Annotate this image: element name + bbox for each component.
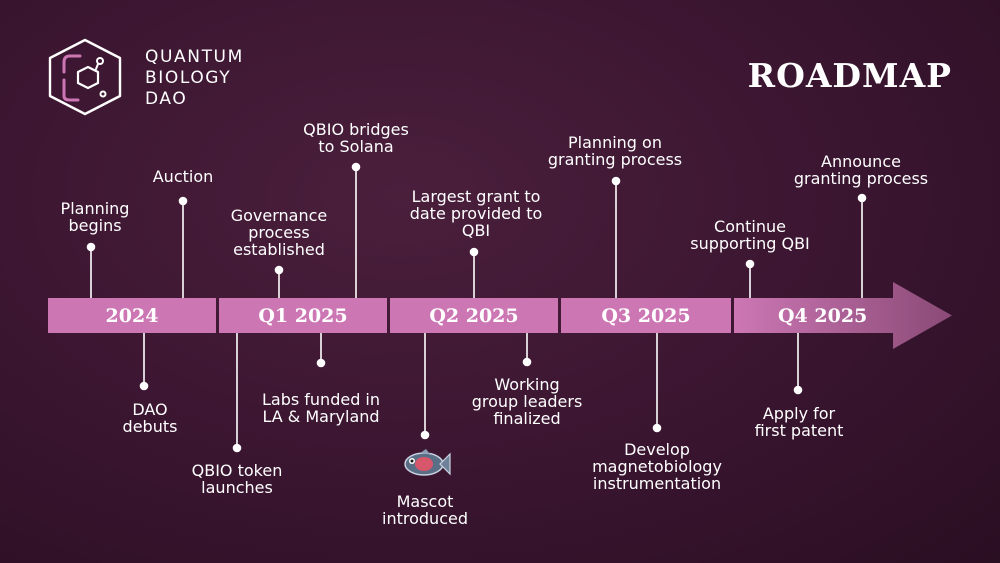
event-label-line: instrumentation	[592, 474, 722, 493]
event-label-line: Auction	[152, 167, 214, 186]
event-label-line: Mascot	[396, 492, 454, 511]
event-label-line: debuts	[122, 417, 178, 436]
event-largest-grant: Largest grant to date provided to QBI	[410, 188, 543, 239]
phase-bar-q4-2025: Q4 2025	[778, 304, 868, 327]
event-label-line: QBIO token	[191, 461, 283, 480]
event-label-line: Labs funded in	[261, 390, 381, 409]
event-label-line: LA & Maryland	[262, 407, 380, 426]
event-dot	[178, 196, 188, 206]
event-working-group: Working group leaders finalized	[472, 376, 583, 427]
event-label-line: Planning	[60, 199, 130, 218]
event-label-line: date provided to	[409, 204, 543, 223]
event-planning-granting: Planning on granting process	[548, 134, 682, 168]
event-label-line: QBIO bridges	[303, 120, 409, 139]
event-dot	[139, 381, 149, 391]
event-dot	[316, 358, 326, 368]
event-planning-begins: Planning begins	[61, 200, 130, 234]
event-label-line: Develop	[624, 440, 690, 459]
event-label-line: process	[248, 223, 310, 242]
event-dot	[232, 443, 242, 453]
event-dot	[274, 265, 284, 275]
event-label-line: magnetobiology	[592, 457, 722, 476]
event-label-line: granting process	[793, 169, 929, 188]
brand-name: QUANTUM BIOLOGY DAO	[145, 47, 244, 110]
brand-line: QUANTUM	[145, 47, 244, 67]
event-label-line: Continue	[714, 217, 786, 236]
event-qbio-token-launches: QBIO token launches	[192, 462, 283, 496]
event-label-line: introduced	[382, 509, 468, 528]
event-label-line: group leaders	[471, 392, 583, 411]
event-dot	[611, 176, 621, 186]
phase-bar-q3-2025: Q3 2025	[561, 298, 731, 333]
phase-bar-q1-2025: Q1 2025	[219, 298, 387, 333]
event-label-line: finalized	[493, 409, 561, 428]
fish-mascot-icon	[404, 449, 451, 476]
event-apply-patent: Apply for first patent	[755, 405, 844, 439]
event-dot	[351, 162, 361, 172]
event-labs-funded: Labs funded in LA & Maryland	[262, 391, 380, 425]
event-dot	[793, 385, 803, 395]
event-label-line: first patent	[754, 421, 844, 440]
event-label-line: granting process	[547, 150, 683, 169]
phase-bar-q2-2025: Q2 2025	[390, 298, 558, 333]
event-continue-supporting: Continue supporting QBI	[690, 218, 810, 252]
timeline-arrow	[734, 282, 952, 349]
event-label-line: established	[233, 240, 325, 259]
event-dot	[420, 430, 430, 440]
event-dot	[469, 247, 479, 257]
event-label-line: Working	[494, 375, 560, 394]
event-mascot-introduced: Mascot introduced	[382, 493, 468, 527]
event-label-line: begins	[68, 216, 122, 235]
event-dot	[522, 357, 532, 367]
page-title: ROADMAP	[747, 56, 952, 95]
event-label-line: Apply for	[762, 404, 836, 423]
event-label-line: Largest grant to	[411, 187, 541, 206]
event-dot	[745, 259, 755, 269]
event-label-line: launches	[201, 478, 273, 497]
event-dot	[86, 242, 96, 252]
event-label-line: Planning on	[568, 133, 662, 152]
brand-line: BIOLOGY	[145, 68, 232, 88]
event-label-line: DAO	[132, 400, 168, 419]
brand-line: DAO	[145, 89, 188, 109]
event-governance-established: Governance process established	[231, 207, 328, 258]
event-dot	[652, 423, 662, 433]
event-dot	[857, 193, 867, 203]
event-develop-magnetobiology: Develop magnetobiology instrumentation	[592, 441, 722, 492]
event-qbio-bridges-solana: QBIO bridges to Solana	[303, 121, 409, 155]
event-label-line: QBI	[461, 221, 491, 240]
event-label-line: to Solana	[318, 137, 394, 156]
hexagon-molecule-logo-icon	[48, 38, 122, 116]
event-label-line: supporting QBI	[690, 234, 810, 253]
event-dao-debuts: DAO debuts	[123, 401, 178, 435]
event-label-line: Governance	[230, 206, 328, 225]
phase-bar-2024: 2024	[48, 298, 216, 333]
event-auction: Auction	[153, 168, 214, 185]
event-announce-granting: Announce granting process	[794, 153, 928, 187]
event-label-line: Announce	[821, 152, 901, 171]
